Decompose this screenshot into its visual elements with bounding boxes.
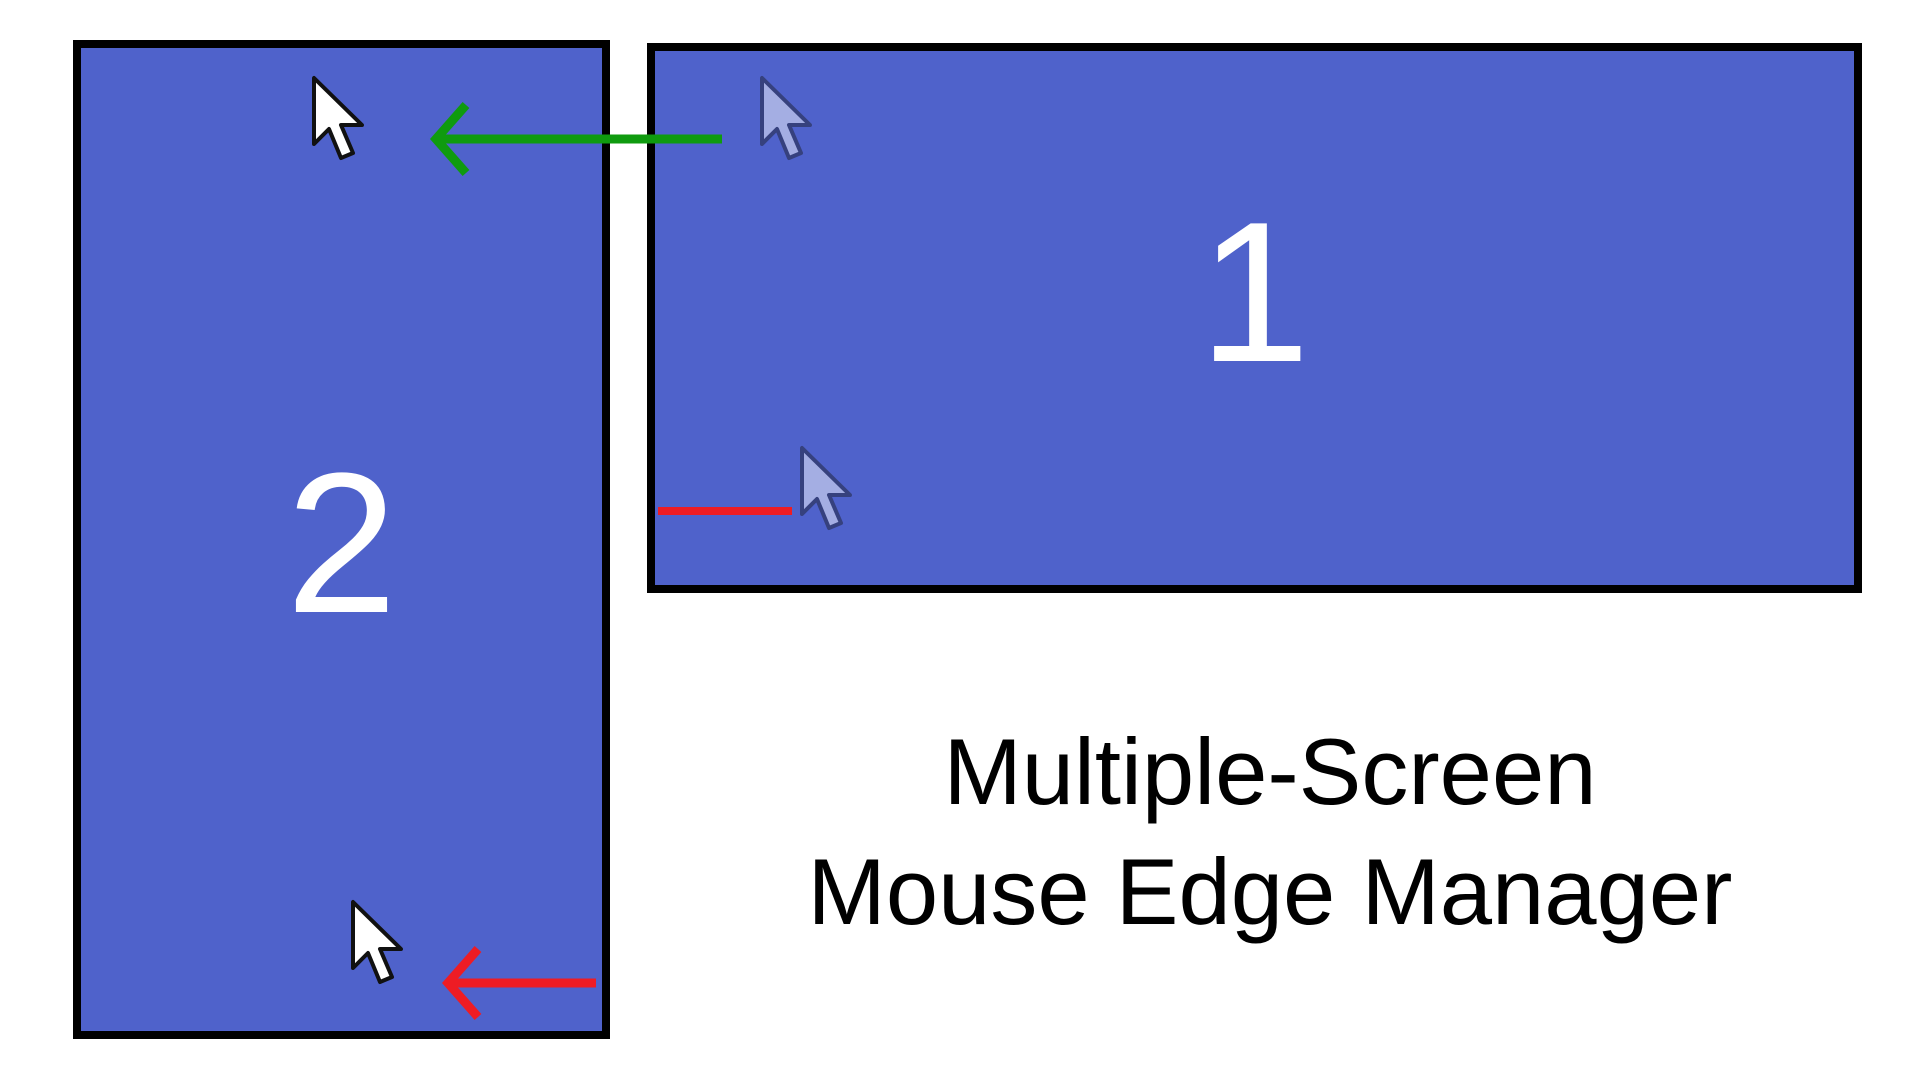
mouse-cursor-icon	[800, 446, 852, 530]
screen-1-number: 1	[1198, 181, 1311, 404]
mouse-cursor-icon	[351, 900, 403, 984]
mouse-cursor-icon	[312, 76, 364, 160]
diagram-title: Multiple-Screen Mouse Edge Manager	[680, 712, 1860, 952]
title-line-2: Mouse Edge Manager	[807, 839, 1733, 944]
blocked-crossing-arrow	[441, 946, 596, 1020]
screen-2: 2	[73, 40, 610, 1039]
arrow-left-icon-head	[429, 102, 470, 176]
screen-1: 1	[647, 43, 1862, 593]
arrow-left-icon-head	[441, 946, 482, 1020]
screen-2-number: 2	[285, 431, 398, 655]
allowed-crossing-arrow	[429, 102, 722, 176]
mouse-cursor-icon	[760, 76, 812, 160]
title-line-1: Multiple-Screen	[943, 719, 1597, 824]
